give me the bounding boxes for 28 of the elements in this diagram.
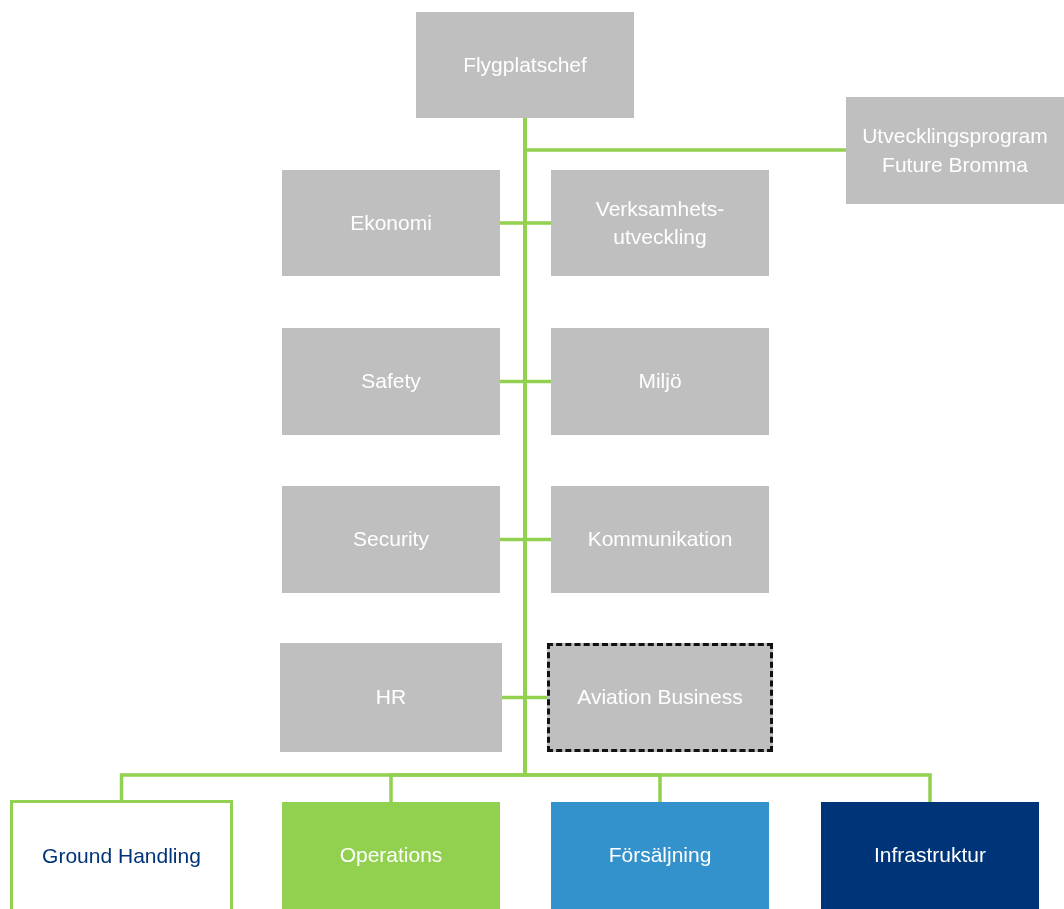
department-box (551, 170, 769, 276)
box-label: Aviation Business (577, 684, 743, 711)
box-label: Verksamhets- utveckling (594, 195, 726, 250)
box-label: Miljö (638, 368, 682, 395)
box-label: Safety (361, 368, 421, 395)
box-label: Utvecklingsprogram Future Bromma (861, 123, 1049, 178)
box-label: Infrastruktur (873, 842, 986, 869)
department-box (551, 328, 769, 435)
division-box (282, 802, 500, 909)
box-label: Flygplatschef (463, 51, 587, 78)
box-label: Kommunikation (587, 526, 733, 553)
division-box (10, 800, 233, 909)
division-box (821, 802, 1039, 909)
program-box (846, 97, 1064, 204)
department-box (280, 643, 502, 752)
department-box (547, 643, 773, 752)
box-label: Security (353, 526, 429, 553)
box-label: Ground Handling (42, 842, 201, 869)
department-box (551, 486, 769, 593)
box-label: Försäljning (608, 842, 712, 869)
role-box (416, 12, 634, 118)
box-label: Operations (339, 842, 443, 869)
division-box (551, 802, 769, 909)
department-box (282, 328, 500, 435)
department-box (282, 170, 500, 276)
box-label: Ekonomi (350, 209, 432, 236)
box-label: HR (375, 684, 407, 711)
department-box (282, 486, 500, 593)
